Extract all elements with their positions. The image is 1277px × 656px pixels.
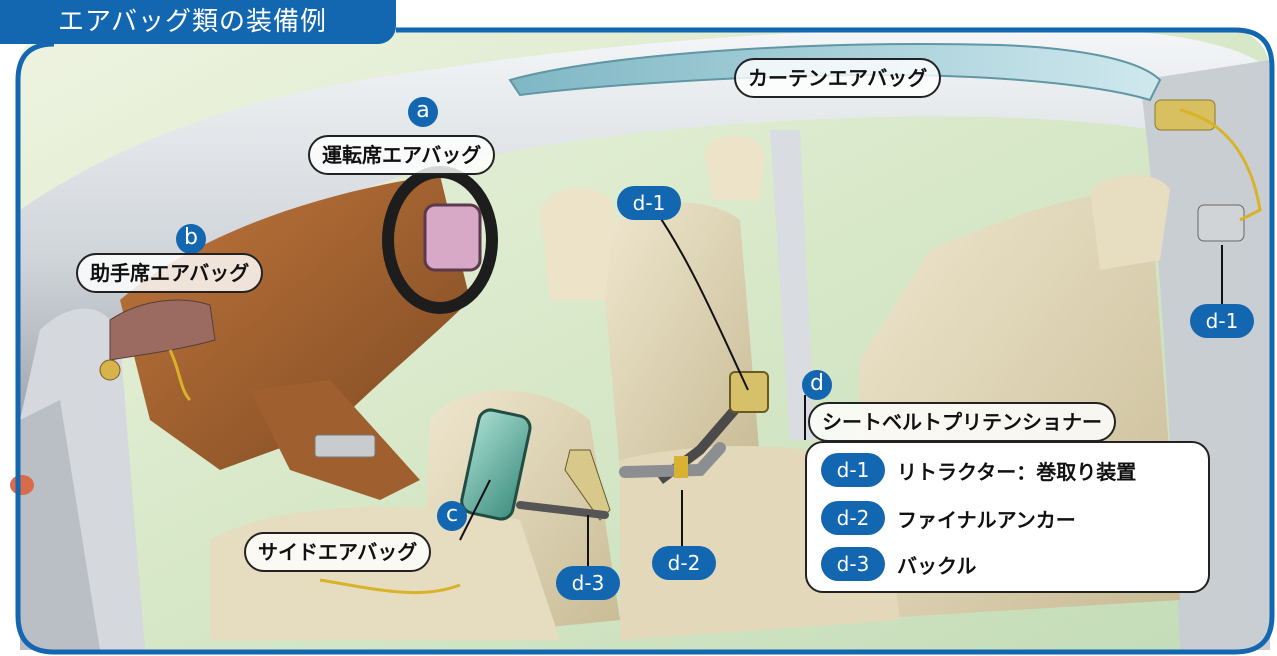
final-anchor: [619, 442, 726, 478]
driver-airbag-pad: [423, 203, 482, 272]
side-airbag: [460, 408, 532, 521]
legend-text: リトラクター：巻取り装置: [897, 459, 1137, 484]
car-roof: [20, 27, 1270, 420]
driver-airbag-label: 運転席エアバッグ: [308, 135, 496, 175]
driver-seat-back: [600, 202, 760, 475]
legend-code: d-1: [821, 453, 885, 487]
page-title: エアバッグ類の装備例: [0, 0, 396, 44]
retractor: [729, 371, 769, 413]
marker-d: d: [802, 370, 832, 400]
legend-box: d-1 リトラクター：巻取り装置 d-2 ファイナルアンカー d-3 バックル: [805, 441, 1210, 593]
legend-text: バックル: [897, 553, 977, 578]
marker-a: a: [408, 97, 438, 127]
anchor-bracket: [674, 456, 688, 478]
airbag-sensor: [99, 359, 121, 381]
marker-c: c: [437, 501, 467, 531]
tag-d1-upper: d-1: [617, 186, 681, 220]
legend-row-d3: d-3 バックル: [821, 547, 976, 581]
legend-code: d-2: [821, 501, 885, 535]
leader-lines: [459, 209, 1223, 570]
tag-d2: d-2: [652, 546, 716, 580]
passenger-airbag-label: 助手席エアバッグ: [76, 253, 264, 293]
driver-headrest: [705, 135, 765, 200]
legend-row-d1: d-1 リトラクター：巻取り装置: [821, 453, 1136, 487]
curtain-airbag-label: カーテンエアバッグ: [734, 58, 942, 98]
rear-headrest: [1090, 175, 1170, 270]
legend-text: ファイナルアンカー: [897, 507, 1076, 532]
curtain-inflator: [1154, 99, 1216, 131]
retractor-rear: [1197, 204, 1245, 242]
side-airbag-label: サイドエアバッグ: [244, 532, 432, 572]
passenger-headrest: [540, 187, 615, 300]
marker-b: b: [176, 224, 206, 254]
tag-d1-right: d-1: [1190, 304, 1254, 338]
tag-d3: d-3: [556, 566, 620, 600]
legend-row-d2: d-2 ファイナルアンカー: [821, 501, 1076, 535]
car-lower-body: [20, 400, 100, 650]
pretensioner-label: シートベルトプリテンショナー: [808, 402, 1116, 442]
wiring: [168, 108, 1262, 595]
passenger-airbag-module: [109, 299, 216, 361]
buckle-stalk: [516, 501, 609, 519]
airbag-control-unit: [314, 434, 376, 458]
car-pillar-center: [770, 130, 815, 440]
legend-code: d-3: [821, 547, 885, 581]
